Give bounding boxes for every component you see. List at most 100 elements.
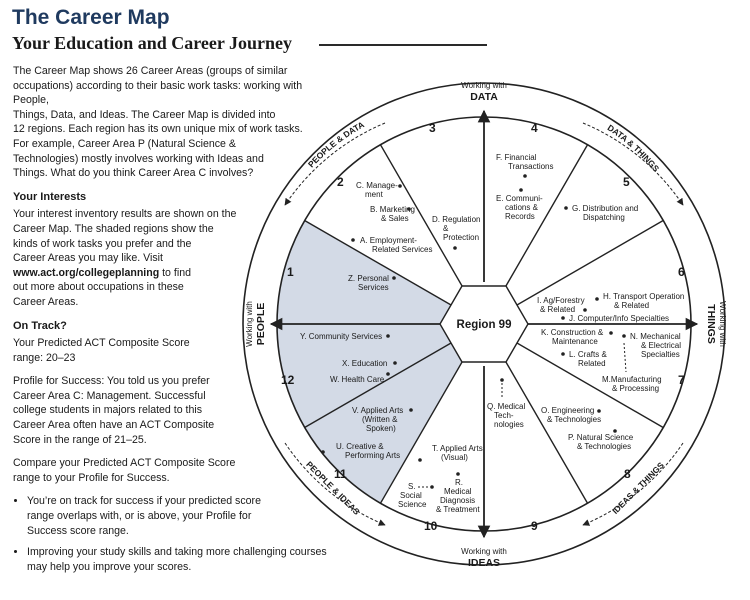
on-track-line: range to your Profile for Success. [13,471,170,484]
svg-text:Spoken): Spoken) [366,424,396,433]
on-track-line: range: 20–23 [13,351,76,364]
area-s: S. [408,482,416,491]
svg-text:(Visual): (Visual) [441,453,468,462]
svg-text:Dispatching: Dispatching [583,213,625,222]
page-subtitle: Your Education and Career Journey [12,33,293,53]
area-i: I. Ag/Forestry [537,296,585,305]
data-things-label: DATA & THINGS [606,122,662,174]
intro-line: Things. What do you think Career Area C … [13,167,254,180]
area-d: D. Regulation [432,215,480,224]
data-axis-label: DATA [470,91,498,103]
area-g: G. Distribution and [572,204,638,213]
college-planning-link[interactable]: www.act.org/collegeplanning [13,266,160,279]
svg-text:& Processing: & Processing [612,384,659,393]
region-99-label: Region 99 [457,319,512,331]
data-axis-small: Working with [461,81,507,90]
people-axis-label: PEOPLE [255,303,267,346]
svg-text:Social: Social [400,491,422,500]
region-number: 6 [678,265,685,279]
svg-text:Tech-: Tech- [494,411,514,420]
svg-text:Related Services: Related Services [372,245,432,254]
svg-text:Records: Records [505,212,535,221]
interests-line: kinds of work tasks you prefer and the [13,237,192,250]
intro-line: 12 regions. Each region has its own uniq… [13,123,303,136]
advice-list: You’re on track for success if your pred… [13,494,327,574]
interests-line: Your interest inventory results are show… [13,208,237,221]
svg-text:ment: ment [365,190,384,199]
region-number: 12 [281,373,295,387]
area-c: C. Manage- [356,181,398,190]
on-track-line: Score in the range of 21–25. [13,433,147,446]
area-f: F. Financial [496,153,537,162]
svg-text:&: & [443,224,449,233]
region-numbers: 1 2 3 4 5 6 7 8 9 10 11 12 [281,121,685,533]
area-m: M.Manufacturing [602,375,662,384]
interests-heading: Your Interests [13,190,87,203]
career-areas: C. Manage- ment B. Marketing & Sales A. … [300,153,684,514]
svg-text:cations &: cations & [505,203,539,212]
svg-text:Science: Science [398,500,427,509]
region-number: 9 [531,519,538,533]
area-k: K. Construction & [541,328,604,337]
people-axis-small: Working with [245,301,254,347]
people-data-label: PEOPLE & DATA [306,119,366,169]
on-track-line: Career Area often have an ACT Composite [13,419,215,432]
svg-text:(Written &: (Written & [362,415,398,424]
svg-text:Protection: Protection [443,233,479,242]
area-x: X. Education [342,359,387,368]
area-w: W. Health Care [330,375,385,384]
svg-text:Maintenance: Maintenance [552,337,598,346]
area-b: B. Marketing [370,205,415,214]
on-track-line: Compare your Predicted ACT Composite Sco… [13,457,236,470]
band-arrows [284,122,684,526]
shaded-region-12 [276,324,484,428]
advice-item: Improving your study skills and taking m… [27,545,357,574]
svg-text:& Treatment: & Treatment [436,505,480,514]
area-p: P. Natural Science [568,433,634,442]
region-number: 1 [287,265,294,279]
on-track-line: college students in majors related to th… [13,404,203,417]
region-number: 3 [429,121,436,135]
profile-paragraph: Profile for Success: You told us you pre… [13,374,275,447]
intro-line: The Career Map shows 26 Career Areas (gr… [13,65,288,77]
region-number: 10 [424,519,438,533]
region-number: 2 [337,175,344,189]
interests-line: Career Map. The shaded regions show the [13,222,214,235]
region-number: 7 [678,373,685,387]
svg-text:& Related: & Related [614,301,649,310]
area-v: V. Applied Arts [352,406,403,415]
intro-line: Technologies) mostly involves working wi… [13,152,264,165]
svg-text:Medical: Medical [444,487,472,496]
svg-text:Services: Services [358,283,389,292]
area-o: O. Engineering [541,406,594,415]
things-axis-label: THINGS [705,304,717,344]
region-number: 8 [624,467,631,481]
intro-line: Things, Data, and Ideas. The Career Map … [13,108,276,121]
svg-text:& Electrical: & Electrical [641,341,681,350]
region-number: 11 [334,467,347,481]
on-track-line: Career Area C: Management. Successful [13,389,206,402]
area-t: T. Applied Arts [432,444,483,453]
area-a: A. Employment- [360,236,417,245]
area-y: Y. Community Services [300,332,382,341]
region-99-hexagon [439,285,529,363]
interests-line: Career Areas. [13,295,79,308]
page-title: The Career Map [12,6,170,29]
shaded-region-1 [276,220,484,324]
area-j: J. Computer/Info Specialties [569,314,669,323]
on-track-heading: On Track? [13,319,67,332]
ideas-axis-small: Working with [461,547,507,556]
shaded-region-11 [304,324,484,504]
svg-text:& Technologies: & Technologies [577,442,631,451]
advice-item: You’re on track for success if your pred… [27,494,275,538]
area-l: L. Crafts & [569,350,607,359]
things-axis-small: Working with [718,301,727,347]
ideas-axis-label: IDEAS [468,557,500,569]
interests-line: Career Areas you may like. Visit [13,252,163,265]
svg-text:Diagnosis: Diagnosis [440,496,475,505]
svg-text:& Related: & Related [540,305,575,314]
svg-text:Transactions: Transactions [508,162,554,171]
area-u: U. Creative & [336,442,384,451]
compare-paragraph: Compare your Predicted ACT Composite Sco… [13,456,275,485]
interests-line: to find [159,266,191,279]
